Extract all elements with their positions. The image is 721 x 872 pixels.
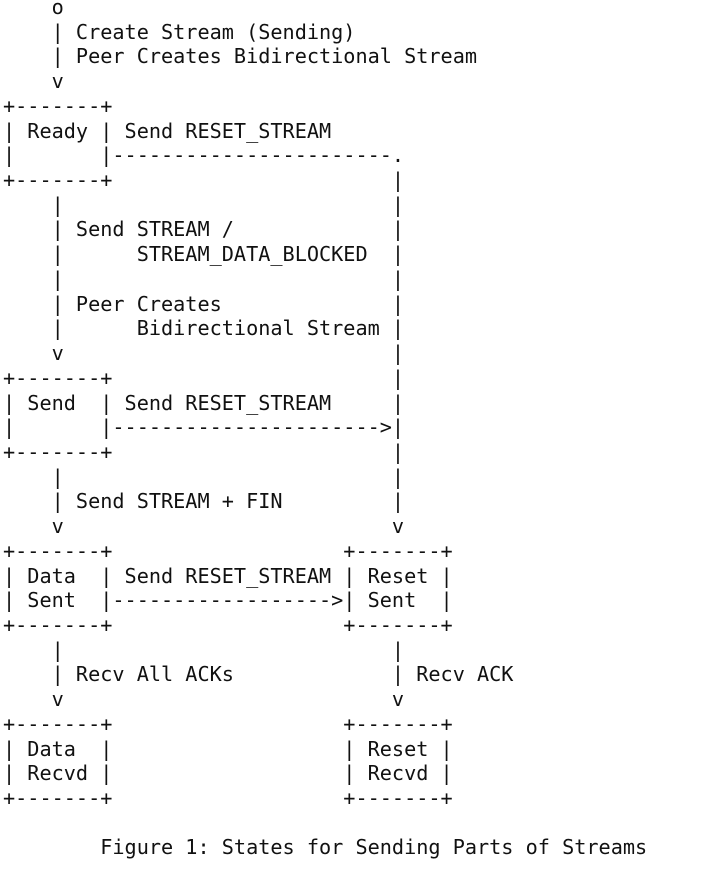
figure-caption: Figure 1: States for Sending Parts of St… (3, 835, 648, 860)
diagram-line: | Sent |------------------>| Sent | (3, 588, 453, 613)
diagram-line: | |---------------------->| (3, 415, 405, 440)
stream-sending-state-diagram: o | Create Stream (Sending) | Peer Creat… (3, 0, 647, 860)
diagram-line: | Send | Send RESET_STREAM | (3, 390, 405, 415)
diagram-line: o (3, 0, 64, 19)
diagram-line: | Recvd | | Recvd | (3, 761, 453, 786)
diagram-line: | | (3, 266, 405, 291)
diagram-line: +-------+ | (3, 365, 405, 390)
diagram-line: v v (3, 514, 405, 539)
diagram-line: | Data | | Reset | (3, 736, 453, 761)
diagram-line: +-------+ | (3, 168, 405, 193)
diagram-line: | Send STREAM + FIN | (3, 489, 405, 514)
diagram-line: | |-----------------------. (3, 143, 405, 168)
diagram-line: v | (3, 341, 405, 366)
diagram-line: | Peer Creates | (3, 291, 405, 316)
diagram-line: +-------+ +-------+ (3, 612, 453, 637)
diagram-line: | | (3, 637, 405, 662)
diagram-line: +-------+ | (3, 439, 405, 464)
diagram-line: | Create Stream (Sending) (3, 19, 356, 44)
diagram-line: | Recv All ACKs | Recv ACK (3, 662, 514, 687)
diagram-line: +-------+ +-------+ (3, 786, 453, 810)
diagram-line: v (3, 69, 64, 94)
diagram-line: | | (3, 192, 405, 217)
diagram-line: | Send STREAM / | (3, 217, 405, 242)
diagram-line: v v (3, 687, 405, 712)
diagram-line (3, 811, 647, 836)
diagram-line: | Ready | Send RESET_STREAM (3, 118, 332, 143)
diagram-line: | Peer Creates Bidirectional Stream (3, 44, 478, 69)
diagram-line: +-------+ (3, 93, 113, 118)
diagram-line: | STREAM_DATA_BLOCKED | (3, 242, 405, 267)
diagram-line: | Bidirectional Stream | (3, 316, 405, 341)
diagram-line: | | (3, 464, 405, 489)
diagram-line: | Data | Send RESET_STREAM | Reset | (3, 563, 453, 588)
diagram-line: +-------+ +-------+ (3, 711, 453, 736)
diagram-line: +-------+ +-------+ (3, 538, 453, 563)
